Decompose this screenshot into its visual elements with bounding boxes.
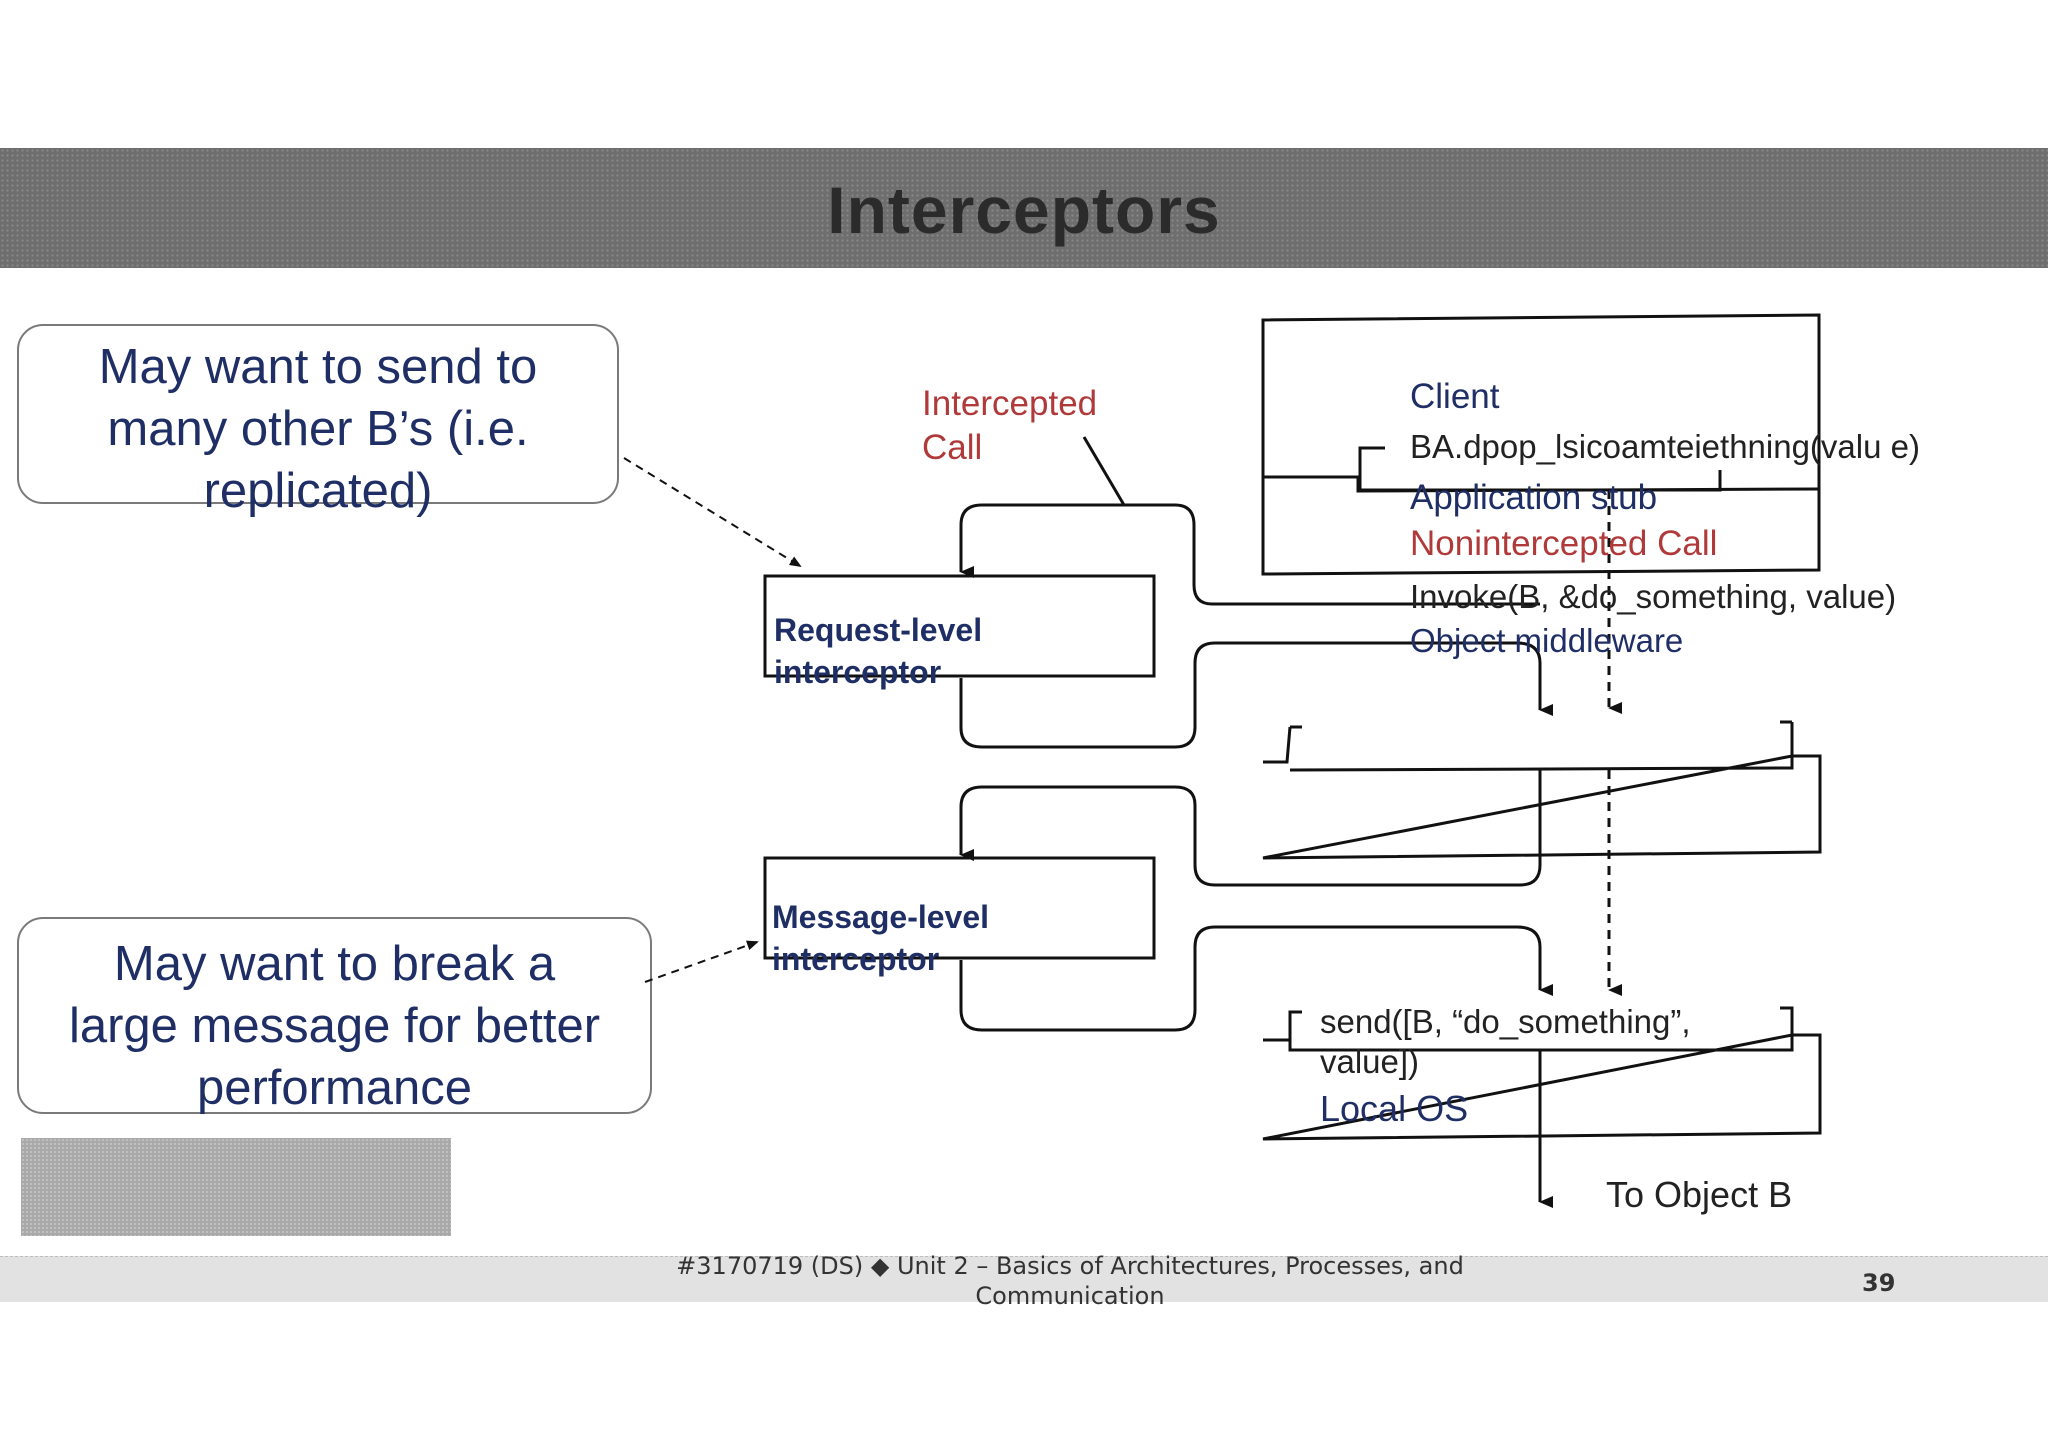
middleware-box bbox=[1262, 722, 1822, 860]
intercepted-call-line-1: Intercepted bbox=[922, 384, 1098, 423]
message-loop-out bbox=[959, 925, 1553, 1032]
request-interceptor-label: Request-level interceptor bbox=[774, 609, 982, 693]
send-call-label: send([B, “do_something”, value]) bbox=[1320, 1002, 1691, 1082]
message-interceptor-line-1: Message-level bbox=[772, 899, 990, 935]
stub-bracket bbox=[1358, 446, 1722, 492]
request-loop-in bbox=[961, 503, 1540, 606]
callout-replicated-line-3: replicated) bbox=[203, 464, 433, 518]
callout-replicated-line-1: May want to send to bbox=[98, 340, 538, 394]
title-bar bbox=[0, 148, 2048, 268]
callout-replicated-line-2: many other B’s (i.e. bbox=[107, 402, 529, 456]
intercepted-call-line-2: Call bbox=[922, 428, 983, 467]
message-interceptor-box bbox=[763, 856, 1156, 960]
client-box bbox=[1261, 313, 1821, 576]
callout-break-message-line-1: May want to break a bbox=[113, 937, 556, 991]
callout-replicated: May want to send to many other B’s (i.e.… bbox=[17, 324, 619, 518]
message-loop-in bbox=[959, 770, 1542, 887]
intercepted-call-pointer bbox=[1082, 436, 1126, 506]
nonintercepted-call-label: Nonintercepted Call bbox=[1410, 524, 1718, 563]
page-number: 39 bbox=[1862, 1269, 1896, 1297]
message-interceptor-line-2: interceptor bbox=[772, 941, 940, 977]
invoke-label: Invoke(B, &do_something, value) bbox=[1410, 578, 1897, 615]
local-os-label: Local OS bbox=[1320, 1088, 1469, 1129]
callout-break-message: May want to break a large message for be… bbox=[17, 917, 652, 1115]
gray-placeholder-box bbox=[21, 1138, 451, 1236]
footer-bar bbox=[0, 1256, 2048, 1302]
message-interceptor-label: Message-level interceptor bbox=[772, 896, 989, 980]
footer-line-2: Communication bbox=[975, 1282, 1165, 1310]
send-call-line-1: send([B, “do_something”, bbox=[1320, 1003, 1691, 1040]
callout-break-pointer bbox=[644, 940, 759, 983]
request-interceptor-line-2: interceptor bbox=[774, 654, 942, 690]
local-os-box bbox=[1262, 1006, 1822, 1141]
footer-line-1: #3170719 (DS) ◆ Unit 2 – Basics of Archi… bbox=[676, 1252, 1464, 1280]
to-object-b-label: To Object B bbox=[1606, 1174, 1793, 1215]
slide-title: Interceptors bbox=[827, 173, 1221, 247]
callout-replicated-pointer bbox=[623, 457, 802, 568]
client-call-label: BA.dpop_lsicoamteiethning(valu e) bbox=[1410, 428, 1920, 465]
application-stub-label: Application stub bbox=[1410, 478, 1658, 517]
object-middleware-label: Object middleware bbox=[1410, 622, 1684, 659]
request-interceptor-line-1: Request-level bbox=[774, 612, 983, 648]
request-loop-out bbox=[959, 641, 1553, 749]
intercepted-call-label: Intercepted Call bbox=[922, 382, 1097, 470]
footer-text: #3170719 (DS) ◆ Unit 2 – Basics of Archi… bbox=[650, 1251, 1490, 1311]
client-label: Client bbox=[1410, 377, 1500, 416]
callout-break-message-line-2: large message for better bbox=[68, 999, 601, 1053]
send-call-line-2: value]) bbox=[1320, 1043, 1420, 1080]
callout-break-message-line-3: performance bbox=[196, 1061, 473, 1115]
